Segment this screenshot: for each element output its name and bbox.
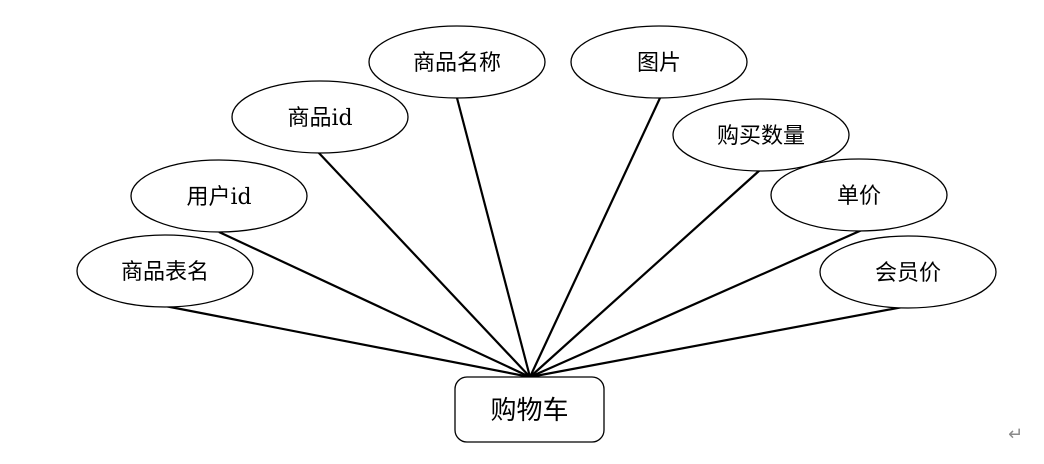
- attribute-label: 用户id: [186, 185, 251, 210]
- line-unit-price: [529, 228, 863, 379]
- entity-cart: 购物车: [454, 376, 605, 443]
- attribute-buy-quantity: 购买数量: [672, 98, 850, 172]
- attribute-ellipse: [672, 98, 850, 172]
- attribute-label: 商品表名: [121, 260, 209, 285]
- attribute-user-id: 用户id: [130, 159, 308, 233]
- attribute-ellipse: [130, 159, 308, 233]
- line-goods-id: [317, 151, 531, 378]
- paragraph-return-mark: ↵: [1008, 424, 1023, 445]
- attribute-image: 图片: [570, 25, 748, 99]
- line-image: [529, 97, 661, 378]
- line-goods-name: [455, 97, 532, 378]
- line-user-id: [218, 231, 531, 378]
- attribute-label: 会员价: [875, 261, 941, 286]
- line-buy-quantity: [529, 169, 761, 378]
- attribute-ellipse: [819, 235, 997, 309]
- attribute-ellipse: [76, 234, 254, 308]
- attribute-label: 单价: [837, 184, 881, 209]
- attribute-ellipse: [231, 80, 409, 154]
- attribute-label: 图片: [637, 51, 681, 76]
- attribute-label: 商品id: [287, 106, 352, 131]
- entity-label: 购物车: [490, 396, 568, 426]
- attribute-goods-table-name: 商品表名: [76, 234, 254, 308]
- attribute-member-price: 会员价: [819, 235, 997, 309]
- attribute-goods-name: 商品名称: [368, 25, 546, 99]
- attribute-label: 商品名称: [413, 51, 501, 76]
- line-member-price: [529, 304, 909, 379]
- entity-box: [454, 376, 605, 443]
- connector-lines: [164, 97, 909, 379]
- attribute-unit-price: 单价: [770, 158, 948, 232]
- attribute-ellipse: [770, 158, 948, 232]
- attribute-ellipse: [368, 25, 546, 99]
- attribute-label: 购买数量: [717, 124, 805, 149]
- line-goods-table-name: [164, 304, 531, 379]
- attribute-goods-id: 商品id: [231, 80, 409, 154]
- attribute-ellipse: [570, 25, 748, 99]
